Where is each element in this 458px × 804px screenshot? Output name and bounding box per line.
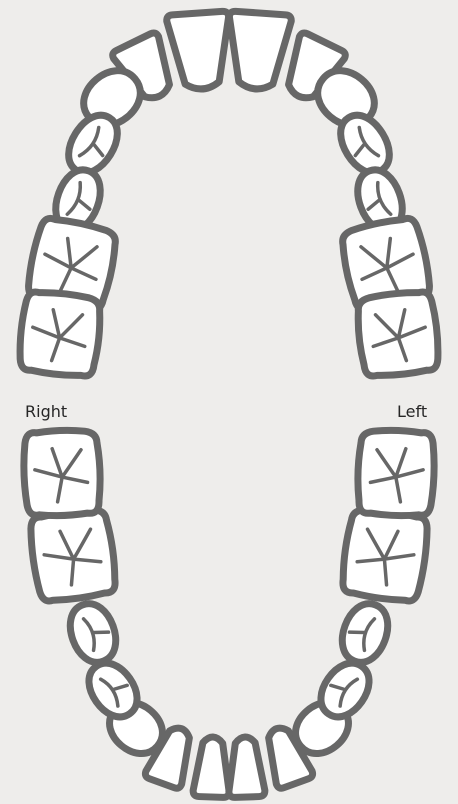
upper-second-molar-left [355, 290, 441, 379]
lower-first-molar-right [27, 506, 118, 603]
lower-central-incisor-left-outline [227, 736, 265, 797]
lower-central-incisor-right-outline [193, 736, 231, 797]
upper-central-incisor-right [166, 11, 233, 91]
lower-arch [23, 429, 436, 797]
upper-central-incisor-left-outline [224, 11, 291, 91]
lower-second-molar-left [357, 429, 436, 517]
lower-central-incisor-right [193, 736, 231, 797]
upper-central-incisor-left [224, 11, 291, 91]
right-side-label: Right [25, 402, 67, 421]
upper-central-incisor-right-outline [166, 11, 233, 91]
lower-central-incisor-left [227, 736, 265, 797]
left-side-label: Left [397, 402, 427, 421]
lower-first-molar-left [339, 506, 430, 603]
lower-second-premolar-left [335, 598, 395, 669]
upper-arch [17, 11, 441, 378]
upper-second-molar-right [17, 290, 103, 379]
lower-second-premolar-right [63, 598, 123, 669]
lower-second-molar-right [23, 429, 102, 517]
